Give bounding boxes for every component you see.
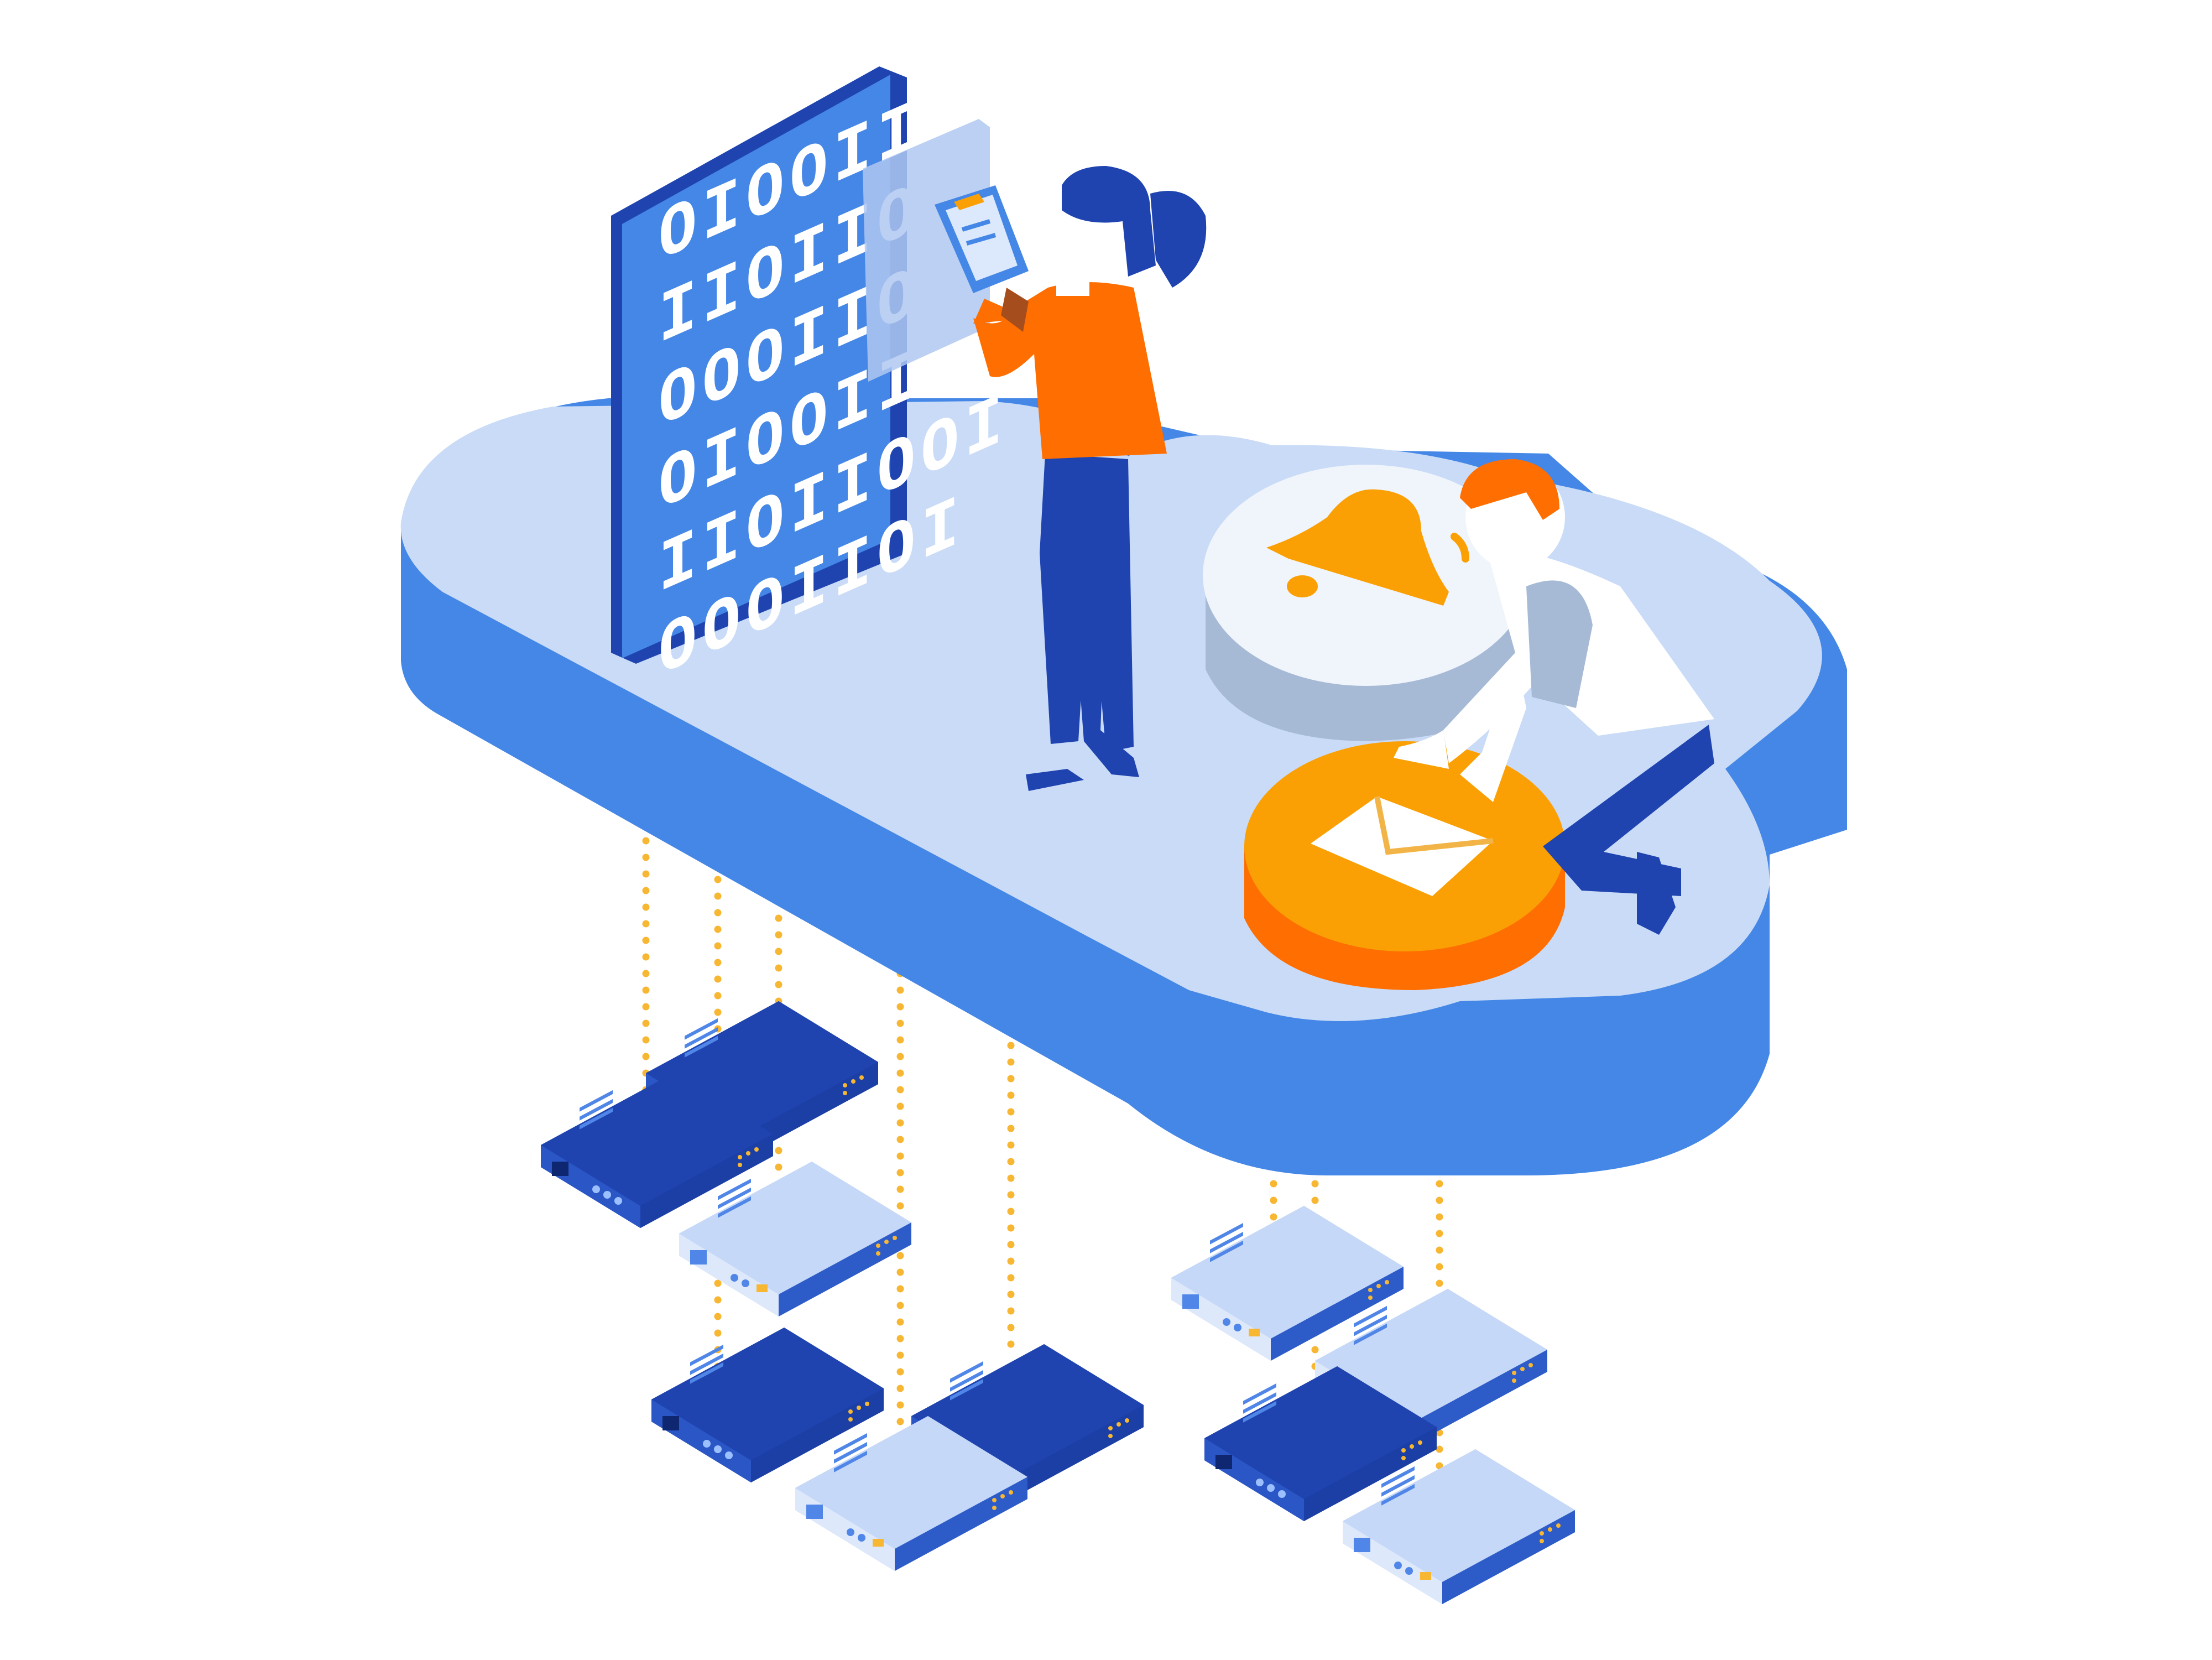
envelope-icon bbox=[1311, 796, 1494, 896]
server-cluster-bottom bbox=[651, 1328, 1144, 1571]
server-cluster-left bbox=[541, 1001, 911, 1316]
woman-figure bbox=[935, 163, 1207, 791]
man-figure bbox=[1394, 459, 1714, 935]
clipboard-icon bbox=[935, 185, 1029, 293]
binary-data-panel: OIOOIIOI IIOIIOOI OOOIIOI OIOOIIOI IIOII… bbox=[611, 46, 1008, 691]
server-cluster-right bbox=[1171, 1206, 1575, 1604]
bell-icon bbox=[1266, 489, 1469, 606]
bell-button bbox=[1203, 465, 1529, 741]
envelope-button bbox=[1244, 741, 1565, 990]
glass-panel bbox=[863, 119, 990, 382]
